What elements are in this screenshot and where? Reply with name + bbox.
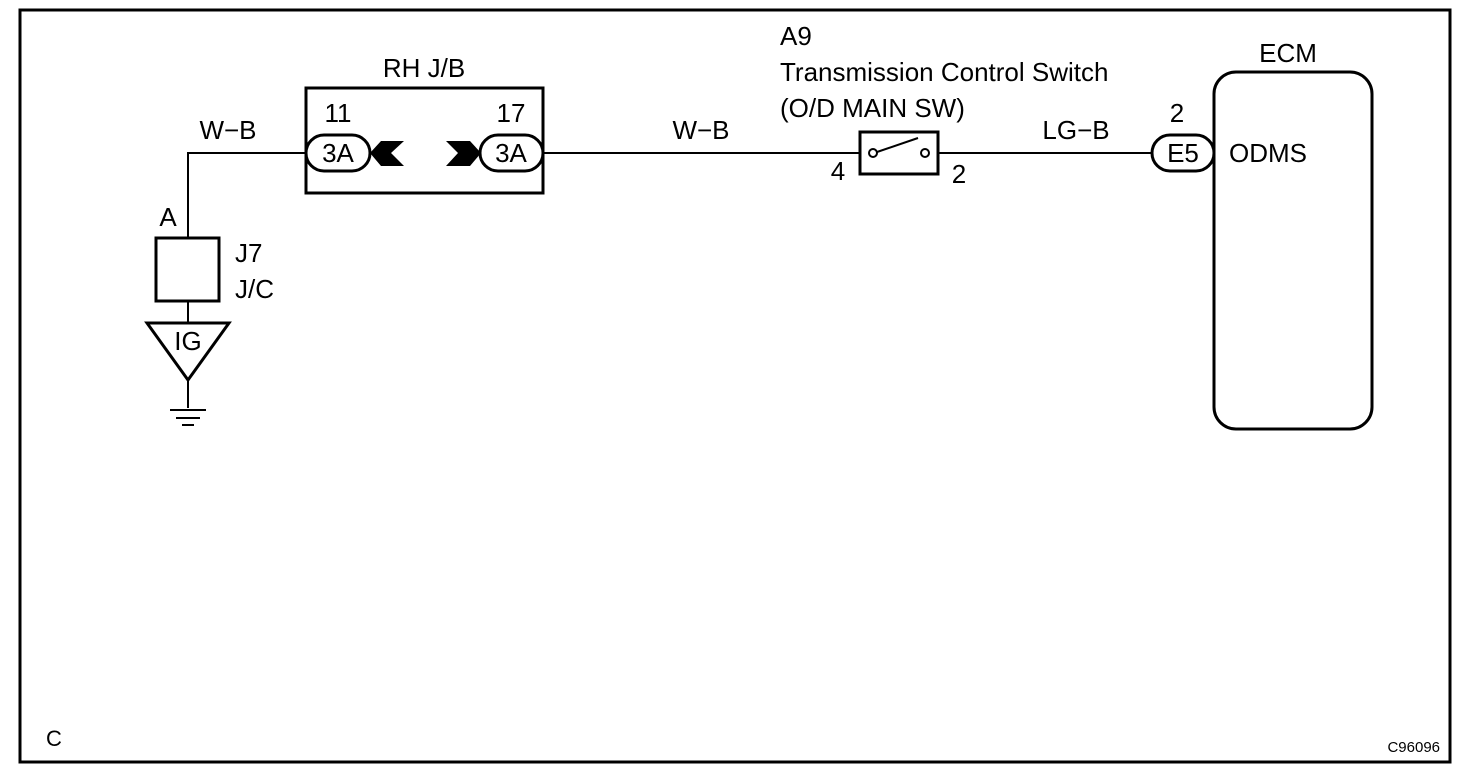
jb-left-terminal-arrow	[370, 141, 404, 166]
ground-triangle	[144, 321, 232, 383]
jb-conn-right-label: 3A	[495, 138, 527, 168]
ecm-connector	[1150, 133, 1216, 173]
switch-contact-left	[868, 148, 878, 158]
ecm-signal: ODMS	[1229, 138, 1307, 168]
wire-color-right: LG−B	[1042, 115, 1109, 145]
jc-name: J/C	[235, 274, 274, 304]
switch-sub: (O/D MAIN SW)	[780, 93, 965, 123]
ecm-box	[1212, 70, 1374, 431]
jb-pin-right: 17	[497, 98, 526, 128]
switch-contact-right	[920, 148, 930, 158]
corner-label: C	[46, 726, 62, 751]
junction-point-label: A	[159, 202, 177, 232]
ecm-title: ECM	[1259, 38, 1317, 68]
switch-pin-left: 4	[831, 156, 845, 186]
jb-conn-left-label: 3A	[322, 138, 354, 168]
switch-pin-right: 2	[952, 159, 966, 189]
wire-jc-to-jb	[187, 152, 306, 240]
switch-blade	[876, 137, 919, 153]
switch-id: A9	[780, 21, 812, 51]
jc-id: J7	[235, 238, 262, 268]
ground-label: IG	[174, 326, 201, 356]
jb-pin-left: 11	[325, 98, 352, 128]
ecm-conn-label: E5	[1167, 138, 1199, 168]
switch-name: Transmission Control Switch	[780, 57, 1108, 87]
diagram-frame	[18, 8, 1452, 764]
jb-title: RH J/B	[383, 53, 465, 83]
wire-color-left: W−B	[199, 115, 256, 145]
ecm-pin: 2	[1170, 98, 1184, 128]
wire-color-mid: W−B	[672, 115, 729, 145]
jb-right-terminal-arrow	[446, 141, 481, 166]
junction-connector-box	[154, 236, 221, 303]
figure-code: C96096	[1387, 739, 1440, 756]
